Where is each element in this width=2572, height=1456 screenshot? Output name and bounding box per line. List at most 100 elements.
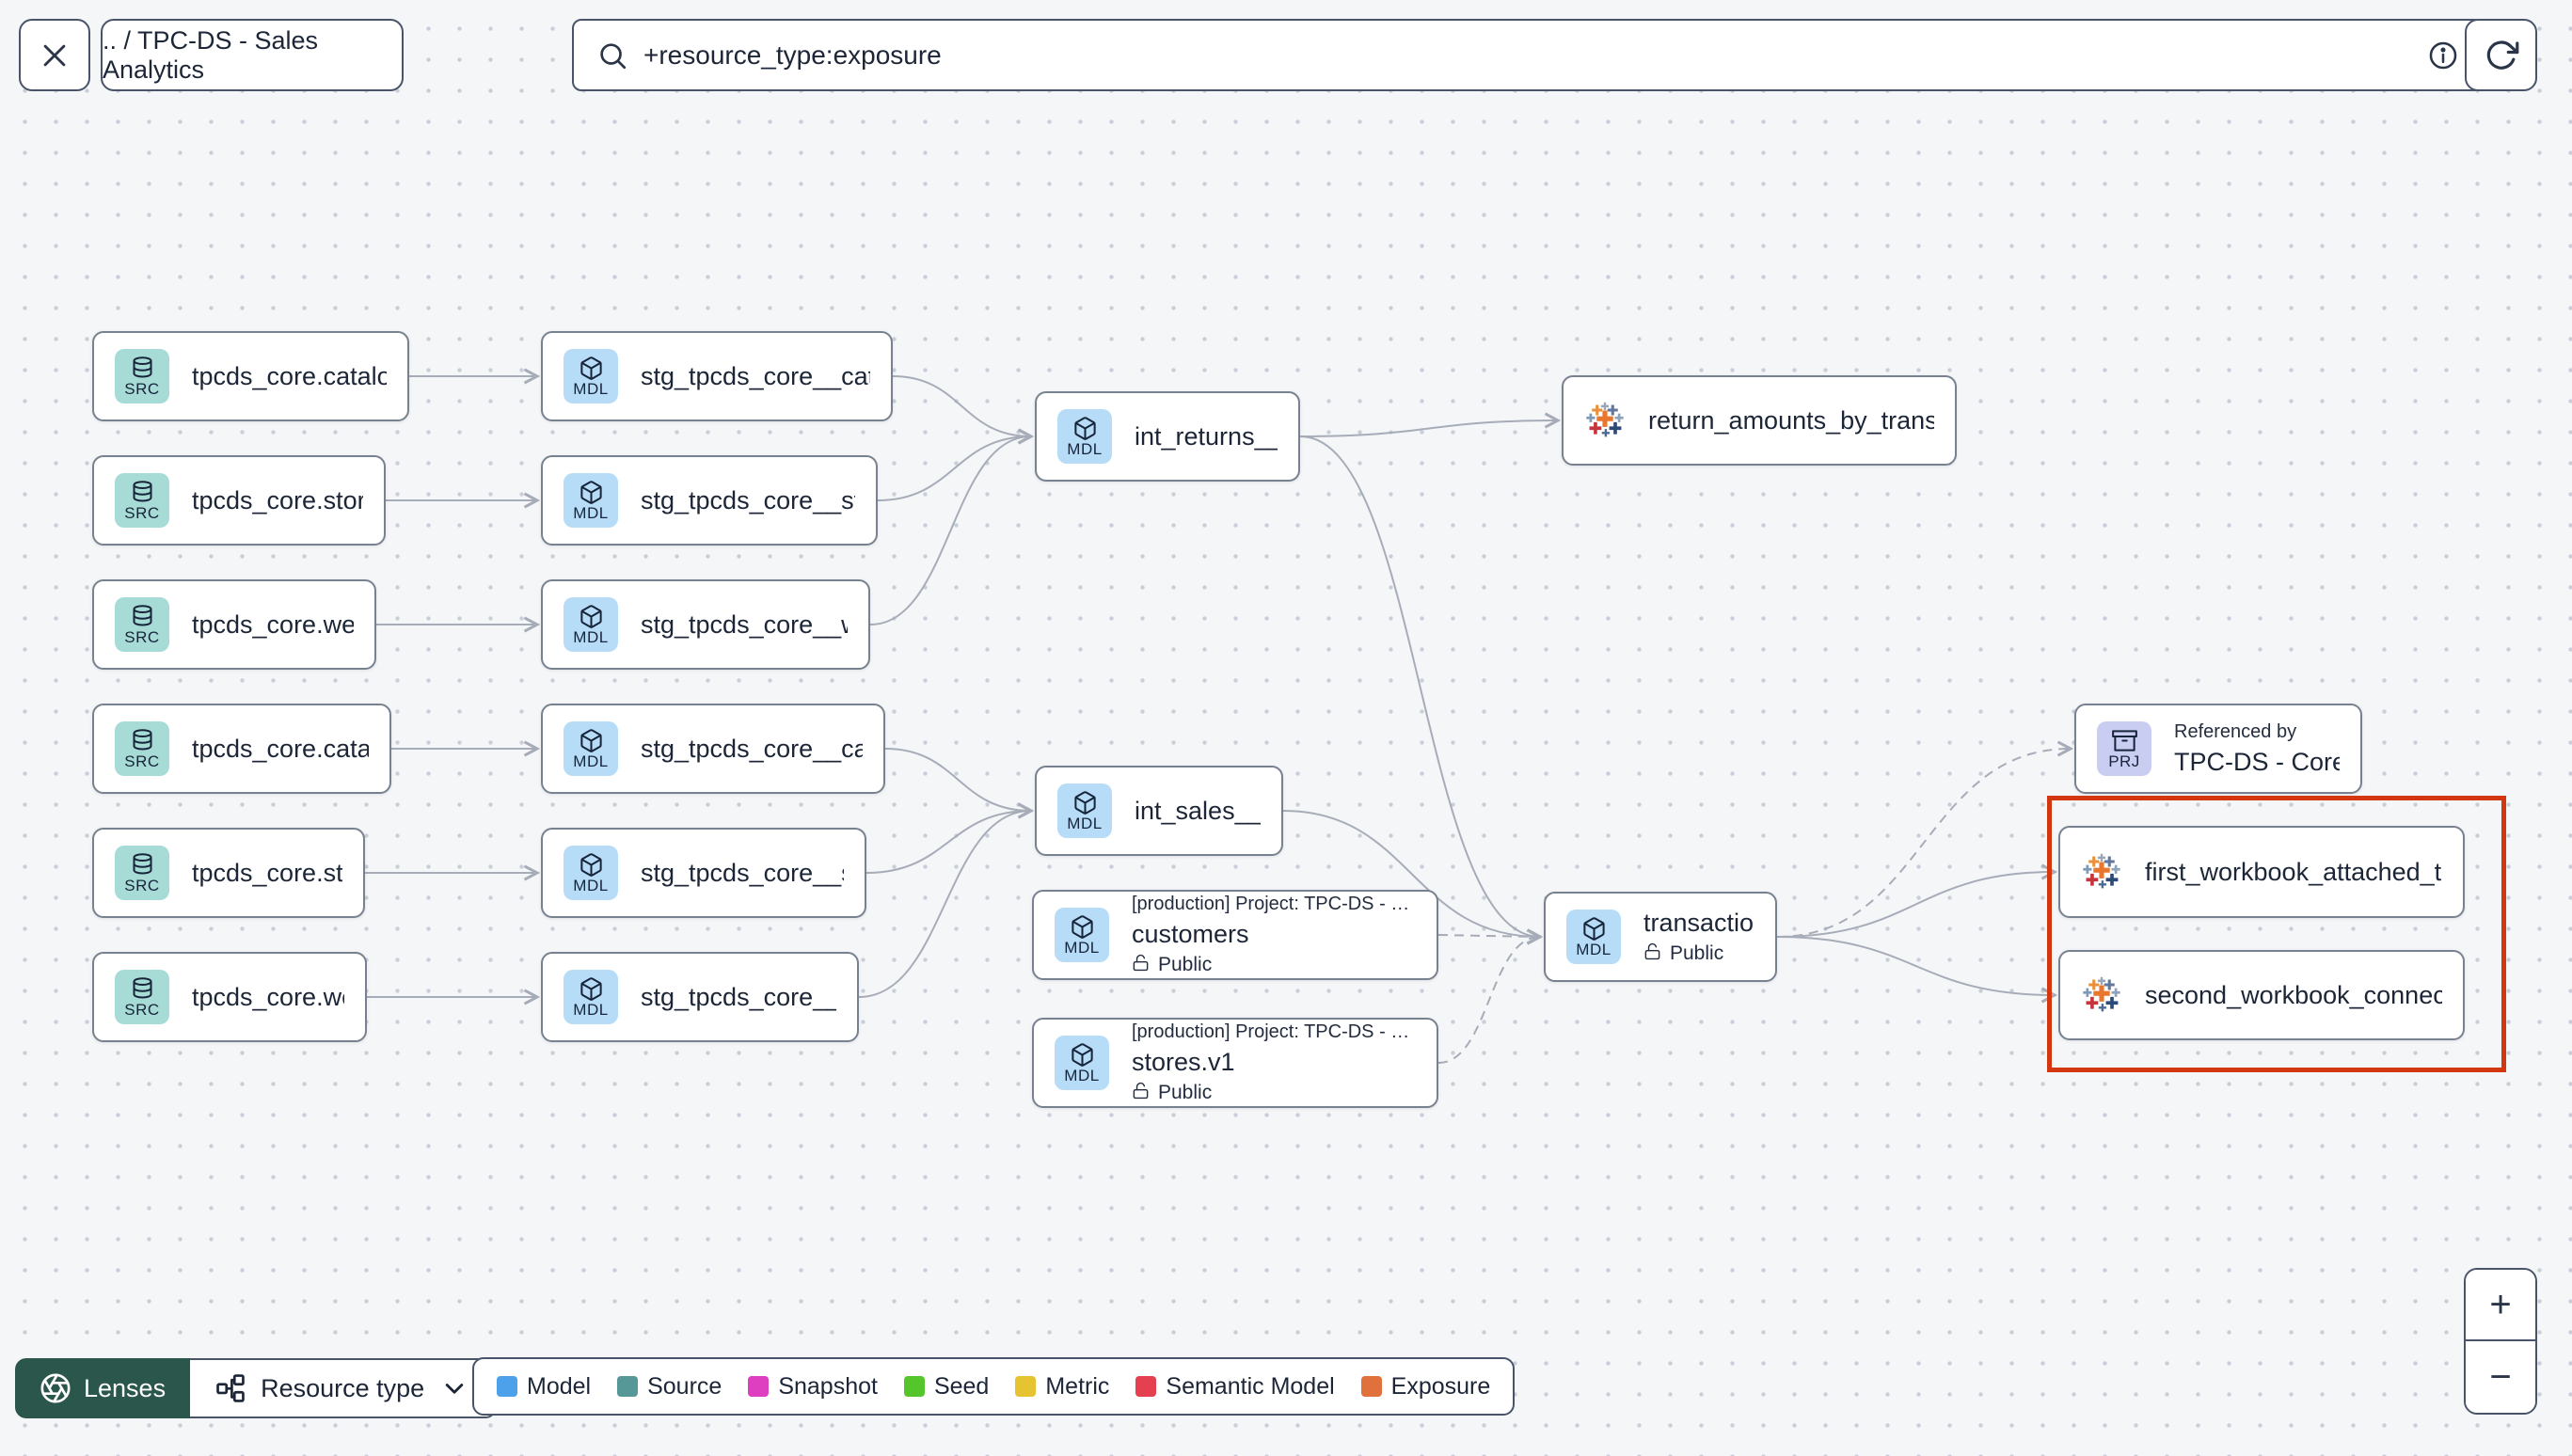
zoom-in-button[interactable]: + — [2466, 1270, 2535, 1341]
src-badge-icon: SRC — [115, 597, 169, 652]
legend-label: Exposure — [1390, 1372, 1491, 1400]
legend-label: Source — [647, 1372, 722, 1400]
node-label: stores.v1 — [1132, 1047, 1235, 1076]
edge-int_returns-to-transactions — [1299, 435, 1540, 937]
node-label: tpcds_core.web_sales — [192, 982, 344, 1011]
node-customers[interactable]: MDL [production] Project: TPC-DS - Core D… — [1032, 890, 1438, 980]
node-label: stg_tpcds_core__store_sales — [641, 858, 844, 887]
tableau-exposure-icon — [2081, 974, 2122, 1016]
node-stores[interactable]: MDL [production] Project: TPC-DS - Core D… — [1032, 1018, 1438, 1108]
node-label: return_amounts_by_transaction_type — [1648, 405, 1934, 435]
node-subtitle: Referenced by — [2174, 720, 2297, 742]
node-src_store_sales[interactable]: SRC tpcds_core.store_sales — [92, 828, 365, 918]
legend-label: Semantic Model — [1166, 1372, 1335, 1400]
node-src_web_sales[interactable]: SRC tpcds_core.web_sales — [92, 952, 367, 1042]
unlock-icon — [1643, 942, 1661, 966]
edge-customers-to-transactions — [1437, 935, 1540, 937]
edge-stg_web_returns-to-int_returns — [869, 436, 1031, 625]
edge-stg_web_sales-to-int_sales — [858, 811, 1031, 998]
node-stg_store_sales[interactable]: MDL stg_tpcds_core__store_sales — [541, 828, 866, 918]
resource-type-dropdown[interactable]: Resource type — [190, 1358, 498, 1418]
edge-stg_store_returns-to-int_returns — [877, 436, 1031, 501]
node-label: tpcds_core.catalog_returns — [192, 361, 387, 390]
edge-stg_catalog_sales-to-int_sales — [884, 748, 1031, 811]
node-label: customers — [1132, 919, 1249, 948]
node-access: Public — [1643, 942, 1754, 966]
mdl-badge-icon: MDL — [1055, 1036, 1109, 1090]
legend-label: Snapshot — [778, 1372, 878, 1400]
breadcrumb-label: .. / TPC-DS - Sales Analytics — [103, 25, 319, 84]
refresh-icon — [2484, 38, 2519, 73]
mdl-badge-icon: MDL — [564, 721, 618, 776]
legend-swatch — [1360, 1376, 1382, 1397]
info-icon[interactable] — [2427, 40, 2459, 71]
legend-swatch — [748, 1376, 770, 1397]
node-int_returns[interactable]: MDL int_returns__unioned — [1035, 391, 1300, 482]
legend-label: Metric — [1045, 1372, 1110, 1400]
node-label: stg_tpcds_core__web_sales — [641, 982, 836, 1011]
edge-transactions-to-wb2 — [1776, 936, 2055, 995]
zoom-controls: + − — [2464, 1268, 2537, 1415]
src-badge-icon: SRC — [115, 846, 169, 900]
edge-stores-to-transactions — [1437, 937, 1540, 1064]
edge-stg_catalog_returns-to-int_returns — [892, 375, 1031, 436]
legend-swatch — [1135, 1376, 1157, 1397]
src-badge-icon: SRC — [115, 970, 169, 1024]
node-label: tpcds_core.web_returns — [192, 609, 354, 639]
tableau-exposure-icon — [2081, 851, 2122, 893]
zoom-out-button[interactable]: − — [2466, 1341, 2535, 1413]
mdl-badge-icon: MDL — [1057, 409, 1112, 464]
legend-item-semantic-model: Semantic Model — [1135, 1372, 1335, 1401]
node-label: tpcds_core.store_sales — [192, 858, 342, 887]
node-exp_returns[interactable]: return_amounts_by_transaction_type — [1562, 375, 1957, 466]
node-access: Public — [1132, 954, 1416, 977]
edge-transactions-to-wb1 — [1776, 872, 2055, 938]
node-project: [production] Project: TPC-DS - Core Data… — [1132, 1021, 1416, 1042]
edge-transactions-to-prj_ref — [1776, 749, 2071, 938]
node-project: [production] Project: TPC-DS - Core Data… — [1132, 893, 1416, 914]
mdl-badge-icon: MDL — [564, 846, 618, 900]
chevron-down-icon — [438, 1372, 470, 1404]
close-button[interactable] — [19, 19, 90, 91]
close-icon — [39, 40, 71, 71]
edge-int_returns-to-exp_returns — [1299, 420, 1558, 437]
legend-swatch — [497, 1376, 517, 1397]
node-label: int_returns__unioned — [1135, 421, 1278, 451]
mdl-badge-icon: MDL — [1057, 783, 1112, 838]
node-label: tpcds_core.catalog_sales — [192, 734, 369, 763]
edge-int_sales-to-transactions — [1282, 810, 1540, 937]
breadcrumb[interactable]: .. / TPC-DS - Sales Analytics — [101, 19, 404, 91]
mdl-badge-icon: MDL — [564, 970, 618, 1024]
node-stg_web_sales[interactable]: MDL stg_tpcds_core__web_sales — [541, 952, 859, 1042]
search-input[interactable] — [643, 40, 2412, 71]
refresh-button[interactable] — [2465, 19, 2537, 91]
legend-swatch — [1015, 1376, 1037, 1397]
node-label: tpcds_core.store_returns — [192, 485, 363, 514]
mdl-badge-icon: MDL — [564, 473, 618, 528]
resource-type-icon — [214, 1372, 246, 1404]
node-src_web_returns[interactable]: SRC tpcds_core.web_returns — [92, 579, 376, 670]
node-transactions[interactable]: MDLtransactionsPublic — [1544, 892, 1777, 982]
mdl-badge-icon: MDL — [1055, 908, 1109, 962]
node-wb2[interactable]: second_workbook_connected_to_live… — [2058, 950, 2465, 1040]
unlock-icon — [1132, 954, 1150, 977]
node-label: stg_tpcds_core__catalog_sales — [641, 734, 863, 763]
node-label: second_workbook_connected_to_live… — [2145, 980, 2442, 1009]
node-wb1[interactable]: first_workbook_attached_to_tpc-ds_-_… — [2058, 826, 2465, 918]
src-badge-icon: SRC — [115, 349, 169, 404]
legend-label: Seed — [933, 1372, 990, 1400]
node-stg_catalog_sales[interactable]: MDL stg_tpcds_core__catalog_sales — [541, 704, 885, 794]
prj-badge-icon: PRJ — [2097, 721, 2151, 776]
lenses-button[interactable]: Lenses — [15, 1358, 191, 1418]
node-src_catalog_returns[interactable]: SRC tpcds_core.catalog_returns — [92, 331, 409, 421]
mdl-badge-icon: MDL — [564, 597, 618, 652]
node-access: Public — [1132, 1082, 1416, 1105]
legend-item-metric: Metric — [1015, 1373, 1109, 1401]
